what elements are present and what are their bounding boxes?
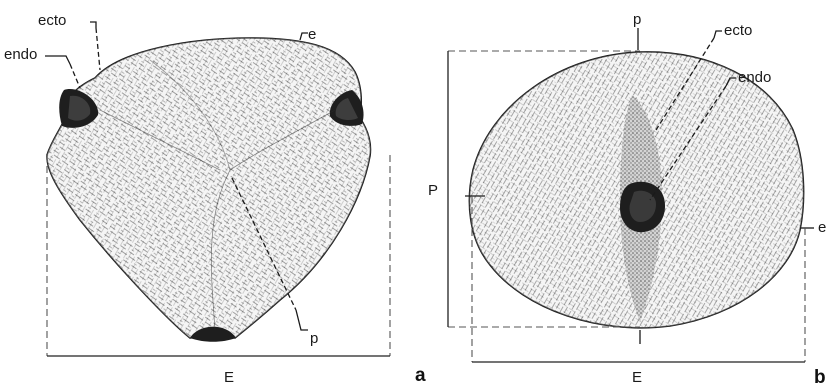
panel-label-a: a bbox=[415, 365, 426, 385]
label-P-b: P bbox=[428, 182, 438, 199]
grain-a bbox=[47, 38, 371, 342]
label-p-a: p bbox=[310, 330, 318, 347]
panel-label-b: b bbox=[814, 367, 826, 385]
label-E-b: E bbox=[632, 369, 642, 385]
label-e-b: e bbox=[818, 219, 826, 236]
label-p-b: p bbox=[633, 11, 641, 28]
label-endo-a: endo bbox=[4, 46, 37, 63]
label-ecto-a: ecto bbox=[38, 12, 66, 29]
label-ecto-b: ecto bbox=[724, 22, 752, 39]
label-endo-b: endo bbox=[738, 69, 771, 86]
label-e-a: e bbox=[308, 26, 316, 43]
label-E-a: E bbox=[224, 369, 234, 385]
grain-b bbox=[469, 52, 803, 328]
